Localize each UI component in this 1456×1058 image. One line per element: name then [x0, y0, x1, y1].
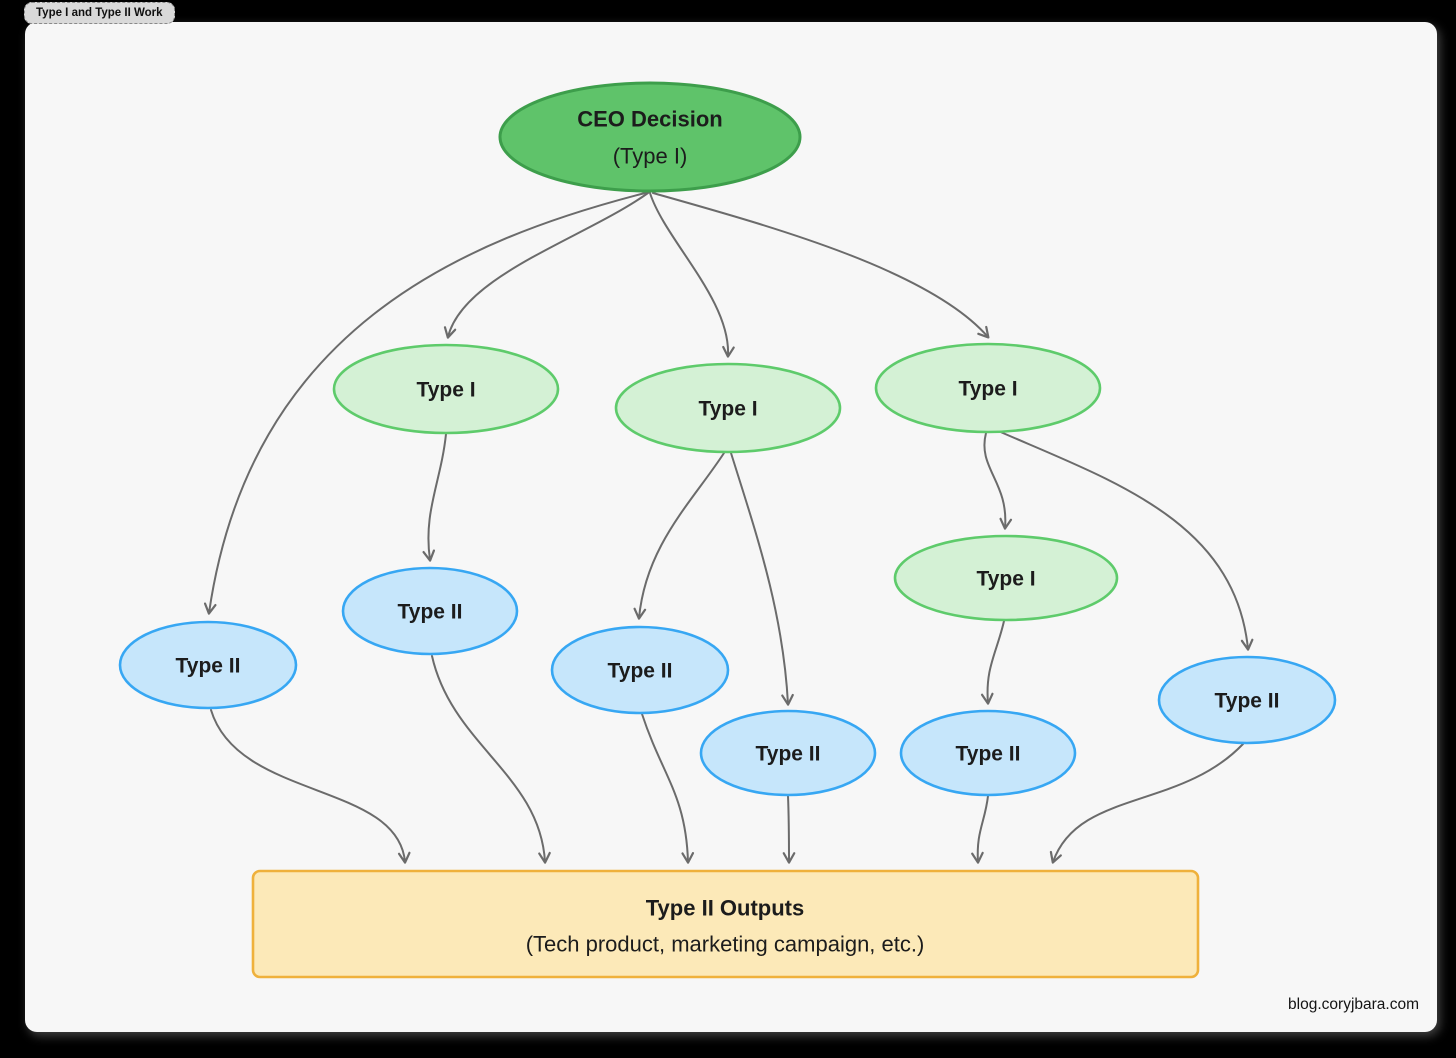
type2-ellipse — [1157, 655, 1337, 745]
type1-ellipse — [874, 342, 1102, 434]
ceo-decision-ellipse — [498, 81, 802, 193]
node-type1-1: Type I — [332, 343, 560, 435]
type1-ellipse — [614, 362, 842, 454]
outputs-label: Type II Outputs — [646, 896, 804, 921]
blog-credit: blog.coryjbara.com — [1288, 996, 1419, 1013]
node-type2-1: Type II — [118, 620, 298, 710]
node-type2-5: Type II — [899, 709, 1077, 797]
type2-ellipse — [550, 625, 730, 715]
type2-ellipse — [899, 709, 1077, 797]
capture-tab[interactable]: Type I and Type II Work — [24, 2, 175, 24]
node-type2-4: Type II — [699, 709, 877, 797]
type1-ellipse — [893, 534, 1119, 622]
edge-ceo-to-type1-2 — [649, 192, 735, 358]
node-type2-outputs: Type II Outputs (Tech product, marketing… — [251, 869, 1200, 979]
type1-label: Type I — [698, 398, 757, 421]
edge-type2-1-to-outputs — [210, 709, 411, 864]
type1-label: Type I — [416, 379, 475, 402]
capture-tab-label: Type I and Type II Work — [36, 7, 163, 19]
node-ceo-decision: CEO Decision (Type I) — [498, 81, 802, 193]
type2-label: Type II — [1215, 690, 1280, 713]
node-type1-3: Type I — [874, 342, 1102, 434]
edge-type1-3-to-type2-6 — [995, 429, 1254, 651]
type2-ellipse — [699, 709, 877, 797]
edge-ceo-to-type1-3 — [652, 192, 990, 339]
type2-label: Type II — [608, 660, 673, 683]
type2-label: Type II — [756, 743, 821, 766]
node-type2-3: Type II — [550, 625, 730, 715]
node-type1-4: Type I — [893, 534, 1119, 622]
ceo-decision-label: CEO Decision — [577, 107, 722, 132]
edge-type1-1-to-type2-2 — [422, 433, 447, 562]
edge-type1-3-to-type1-4 — [983, 432, 1013, 530]
edge-type2-5-to-outputs — [971, 795, 989, 864]
node-type1-2: Type I — [614, 362, 842, 454]
edge-type1-2-to-type2-3 — [633, 452, 725, 620]
edge-type1-4-to-type2-5 — [980, 620, 1005, 705]
edge-type2-3-to-outputs — [641, 713, 695, 864]
edge-type1-2-to-type2-4 — [730, 452, 794, 706]
type2-ellipse — [341, 566, 519, 656]
edge-ceo-to-type1-1 — [443, 192, 649, 339]
edge-ceo-to-type2-1 — [203, 191, 650, 615]
edge-group — [203, 191, 1254, 864]
type1-label: Type I — [976, 568, 1035, 591]
type1-label: Type I — [958, 378, 1017, 401]
type1-ellipse — [332, 343, 560, 435]
node-type2-6: Type II — [1157, 655, 1337, 745]
type2-ellipse — [118, 620, 298, 710]
edge-type2-6-to-outputs — [1049, 743, 1244, 864]
ceo-decision-sublabel: (Type I) — [613, 144, 688, 169]
edge-type2-2-to-outputs — [431, 655, 551, 864]
outputs-box — [251, 869, 1200, 979]
type2-label: Type II — [398, 601, 463, 624]
type2-label: Type II — [176, 655, 241, 678]
diagram-canvas — [25, 22, 1437, 1032]
type2-label: Type II — [956, 743, 1021, 766]
node-type2-2: Type II — [341, 566, 519, 656]
edge-type2-4-to-outputs — [782, 795, 796, 864]
outputs-sublabel: (Tech product, marketing campaign, etc.) — [526, 932, 925, 957]
